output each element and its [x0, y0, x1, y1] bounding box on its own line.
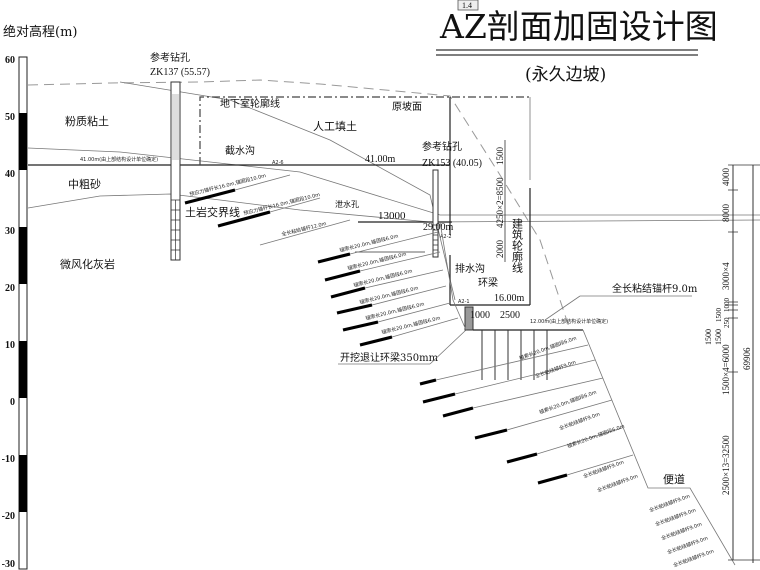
dim-8000: 8000 — [721, 204, 731, 223]
label-intercept-ditch: 截水沟 — [225, 144, 255, 157]
stratum-label: 微风化灰岩 — [60, 257, 115, 271]
label-a2-6: A2-6 — [272, 160, 284, 166]
stratum-label: 土岩交界线 — [185, 205, 240, 219]
label-a2-2: A2-2 — [440, 234, 452, 240]
dim-69906: 69906 — [742, 347, 752, 370]
dim-4000: 4000 — [721, 168, 731, 187]
dimension-4250: 4250×2=8500 — [495, 177, 505, 228]
basement-outline — [199, 96, 530, 165]
anchor-label: 锚索长20.0m,锚固段6.0m — [538, 389, 597, 416]
lower-anchors: 锚索长20.0m,锚固段6.0m 全长粘结锚杆9.0m 锚索长20.0m,锚固段… — [419, 335, 715, 569]
stratum-label: 粉质粘土 — [65, 114, 109, 128]
dimension-1500: 1500 — [495, 147, 505, 166]
anchor-label: 全长粘结锚杆9.0m — [534, 359, 577, 380]
label-a2-1: A2-1 — [458, 299, 470, 305]
right-dimension-chain — [728, 164, 760, 563]
dimension-2500: 2500 — [500, 310, 520, 321]
elevation-29: 29.00m — [423, 222, 454, 233]
borehole-zk153 — [432, 169, 439, 258]
label-drain-hole: 泄水孔 — [335, 199, 359, 209]
tick-label: -20 — [2, 511, 15, 522]
upper-slope — [439, 221, 467, 331]
stratum-label: 中粗砂 — [68, 178, 101, 191]
label-original-slope: 原坡面 — [392, 100, 422, 113]
dim-32500: 2500×13=32500 — [721, 435, 731, 495]
anchor-label: 锚索长20.0m,锚固段6.0m — [365, 301, 425, 322]
tick-label: 50 — [5, 112, 15, 123]
dim-250: 250 — [723, 317, 731, 328]
title-box-label: 1.4 — [462, 1, 472, 10]
dimension-2000: 2000 — [495, 240, 505, 259]
ring-beam — [464, 306, 474, 331]
borehole-label: 参考钻孔 — [150, 51, 190, 64]
label-basement-outline: 地下室轮廓线 — [220, 97, 280, 110]
tick-label: 40 — [5, 169, 15, 180]
dim-1500: 1500 — [715, 308, 723, 323]
elevation-41: 41.00m — [365, 154, 396, 165]
label-full-bond-bolt: 全长粘结锚杆9.0m — [612, 282, 698, 295]
borehole-id: ZK137 (55.57) — [150, 67, 210, 78]
borehole-zk137 — [170, 81, 181, 261]
label-ring-beam-setback: 开挖退让环梁350mm — [340, 351, 439, 364]
borehole-id: ZK153 (40.05) — [422, 158, 482, 169]
anchor-label: 锚索长20.0m,锚固段6.0m — [347, 251, 407, 272]
anchor-label: 全长粘结锚杆9.0m — [596, 473, 639, 494]
dim-6000: 1500×4=6000 — [721, 344, 731, 395]
tick-label: 20 — [5, 283, 15, 294]
dimension-1000: 1000 — [470, 310, 490, 321]
clay-sand-boundary — [27, 147, 760, 216]
dim-1000: 1000 — [723, 298, 731, 313]
tick-label: 0 — [10, 397, 15, 408]
fill-boundary — [119, 81, 456, 301]
anchor-label: 锚索长20.0m,锚固段6.0m — [339, 233, 399, 254]
tick-label: 30 — [5, 226, 15, 237]
borehole-label: 参考钻孔 — [422, 140, 462, 153]
stratum-label: 人工填土 — [313, 119, 357, 133]
lower-slope-face — [582, 329, 736, 566]
axis-label: 绝对高程(m) — [3, 24, 77, 40]
dim-1500: 1500 — [714, 329, 723, 345]
anchor-label: 锚索长20.0m,锚固段6.0m — [518, 335, 577, 362]
label-ring-beam: 环梁 — [478, 276, 498, 289]
dim-3000x4: 3000×4 — [721, 262, 731, 290]
page-subtitle: (永久边坡) — [525, 65, 606, 85]
tick-label: -10 — [2, 454, 15, 465]
label-level-41-note: 41.00m(由上部结构设计单位确定) — [80, 156, 158, 163]
elevation-scale-bar — [18, 56, 28, 570]
dimension-13000: 13000 — [378, 210, 406, 222]
tick-label: 10 — [5, 340, 15, 351]
label-access-road: 便道 — [663, 472, 685, 486]
title-box — [457, 0, 479, 11]
page-title: AZ剖面加固设计图 — [439, 7, 718, 46]
label-building-outline: 建筑轮廓线 — [511, 217, 524, 273]
label-level-12-note: 12.00m(由上部结构设计单位确定) — [530, 318, 608, 325]
original-ground-line — [27, 79, 571, 331]
elevation-16: 16.00m — [494, 293, 525, 304]
dim-1500: 1500 — [704, 329, 713, 345]
anchor-label: 预应力锚杆长16.0m,锚固段10.0m — [189, 172, 267, 198]
label-drain-ditch: 排水沟 — [455, 262, 485, 275]
tick-label: 60 — [5, 55, 15, 66]
building-outline-text: 建筑轮廓线 — [511, 217, 524, 273]
anchor-label: 全长粘结锚杆12.0m — [281, 220, 327, 238]
anchor-label: 全长粘结锚杆9.0m — [582, 459, 625, 480]
tick-label: -30 — [2, 559, 15, 570]
anchor-label: 锚索长20.0m,锚固段6.0m — [566, 423, 625, 450]
axis-ticks: 60 50 40 30 20 10 0 -10 -20 -30 — [2, 55, 15, 570]
micro-piles — [481, 330, 548, 380]
